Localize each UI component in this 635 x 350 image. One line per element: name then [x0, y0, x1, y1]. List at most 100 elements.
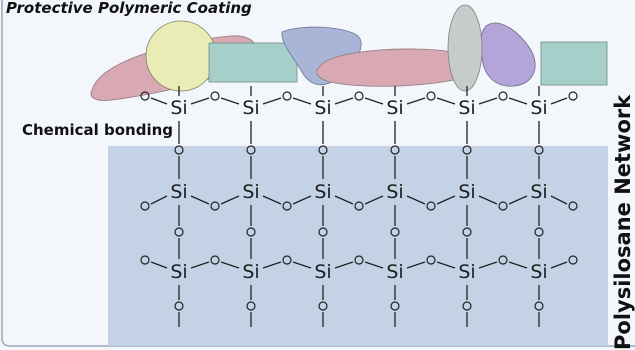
si-o-bond — [508, 195, 528, 205]
oxygen-atom — [462, 301, 472, 311]
silicon-atom: Si — [530, 97, 547, 119]
silicon-atom: Si — [386, 97, 403, 119]
oxygen-atom — [426, 201, 436, 211]
oxygen-atom — [282, 201, 292, 211]
si-o-bond — [436, 97, 456, 105]
silicon-atom: Si — [314, 97, 331, 119]
si-o-bond — [334, 195, 354, 205]
silicon-atom: Si — [242, 261, 259, 283]
si-o-bond — [478, 195, 498, 205]
si-o-bond — [190, 97, 210, 105]
si-o-bond — [150, 195, 168, 205]
si-o-bond — [292, 97, 312, 105]
oxygen-atom — [140, 255, 150, 265]
oxygen-atom — [462, 227, 472, 237]
si-o-bond — [150, 97, 168, 105]
oxygen-atom — [354, 201, 364, 211]
silicon-atom: Si — [170, 181, 187, 203]
chemical-bonding-label: Chemical bonding — [22, 121, 173, 139]
si-o-bond — [508, 261, 528, 269]
silicon-atom: Si — [386, 261, 403, 283]
oxygen-atom — [354, 255, 364, 265]
oxygen-atom — [140, 201, 150, 211]
oxygen-atom — [498, 255, 508, 265]
oxygen-atom — [426, 91, 436, 101]
silicon-atom: Si — [314, 181, 331, 203]
oxygen-atom — [246, 145, 256, 155]
oxygen-atom — [534, 301, 544, 311]
si-o-bond — [292, 261, 312, 269]
si-o-bond — [550, 195, 568, 205]
si-o-bond — [262, 261, 282, 269]
silicon-atom: Si — [530, 261, 547, 283]
si-o-bond — [436, 261, 456, 269]
si-o-bond — [436, 195, 456, 205]
si-o-bond — [364, 261, 384, 269]
teal-polymer-block-left — [208, 42, 298, 83]
silicon-atom: Si — [386, 181, 403, 203]
oxygen-atom — [210, 91, 220, 101]
oxygen-atom — [174, 145, 184, 155]
si-o-bond — [334, 261, 354, 269]
si-o-bond — [190, 195, 210, 205]
si-o-bond — [334, 97, 354, 105]
silicon-atom: Si — [458, 261, 475, 283]
si-o-bond — [478, 97, 498, 105]
oxygen-atom — [282, 91, 292, 101]
oxygen-atom — [534, 145, 544, 155]
oxygen-atom — [568, 255, 578, 265]
si-o-bond — [406, 261, 426, 269]
si-o-bond — [220, 261, 240, 269]
oxygen-atom — [140, 91, 150, 101]
oxygen-atom — [568, 201, 578, 211]
si-o-bond — [508, 97, 528, 105]
oxygen-atom — [426, 255, 436, 265]
oxygen-atom — [174, 227, 184, 237]
yellow-polymer-sphere — [145, 20, 217, 92]
oxygen-atom — [390, 227, 400, 237]
si-o-bond — [550, 261, 568, 269]
oxygen-atom — [390, 145, 400, 155]
grey-polymer-ellipse — [447, 4, 483, 92]
silicon-atom: Si — [458, 181, 475, 203]
silicon-atom: Si — [170, 261, 187, 283]
silicon-atom: Si — [242, 181, 259, 203]
si-o-bond — [364, 97, 384, 105]
oxygen-atom — [390, 301, 400, 311]
oxygen-atom — [210, 201, 220, 211]
si-o-bond — [190, 261, 210, 269]
violet-polymer-blob — [480, 22, 536, 87]
silicon-atom: Si — [314, 261, 331, 283]
si-o-bond — [220, 195, 240, 205]
network-panel — [108, 146, 608, 346]
oxygen-atom — [498, 201, 508, 211]
oxygen-atom — [246, 301, 256, 311]
oxygen-atom — [318, 301, 328, 311]
oxygen-atom — [354, 91, 364, 101]
coating-title: Protective Polymeric Coating — [6, 0, 252, 17]
oxygen-atom — [462, 145, 472, 155]
silicon-atom: Si — [458, 97, 475, 119]
oxygen-atom — [318, 227, 328, 237]
silicon-atom: Si — [170, 97, 187, 119]
silicon-atom: Si — [530, 181, 547, 203]
si-o-bond — [478, 261, 498, 269]
si-o-bond — [406, 97, 426, 105]
oxygen-atom — [246, 227, 256, 237]
si-o-bond — [292, 195, 312, 205]
teal-polymer-block-right — [540, 41, 608, 86]
polysilosane-network-label: Polysilosane Network — [611, 94, 635, 350]
oxygen-atom — [282, 255, 292, 265]
silicon-atom: Si — [242, 97, 259, 119]
si-o-bond — [262, 195, 282, 205]
oxygen-atom — [534, 227, 544, 237]
polymer-coating — [90, 4, 608, 101]
si-o-bond — [406, 195, 426, 205]
oxygen-atom — [568, 91, 578, 101]
oxygen-atom — [174, 301, 184, 311]
oxygen-atom — [210, 255, 220, 265]
